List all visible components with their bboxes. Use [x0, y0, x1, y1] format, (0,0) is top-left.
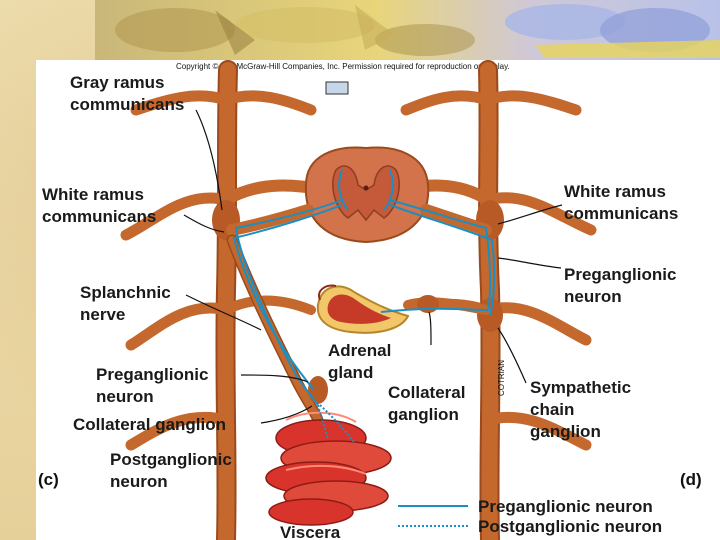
label-white-ramus-right: White ramus: [564, 182, 666, 201]
label-preganglionic-right: Preganglionic: [564, 265, 676, 284]
label-gray-ramus: Gray ramus: [70, 73, 165, 92]
adrenal-gland: [316, 284, 410, 334]
label-sympathetic-3: ganglion: [530, 422, 601, 441]
label-collateral-right: Collateral: [388, 383, 465, 402]
label-postganglionic: Postganglionic: [110, 450, 232, 469]
preganglionic-pathways: [232, 199, 496, 406]
label-postganglionic-2: neuron: [110, 472, 168, 491]
legend-postganglionic-label: Postganglionic neuron: [478, 517, 662, 536]
legend: Preganglionic neuron Postganglionic neur…: [398, 497, 662, 536]
label-gray-ramus-2: communicans: [70, 95, 184, 114]
decorative-banner: [95, 0, 720, 62]
legend-preganglionic-label: Preganglionic neuron: [478, 497, 653, 516]
label-splanchnic: Splanchnic: [80, 283, 171, 302]
label-collateral-left: Collateral ganglion: [73, 415, 226, 434]
copyright-text: Copyright © The McGraw-Hill Companies, I…: [176, 62, 510, 71]
label-preganglionic-left: Preganglionic: [96, 365, 208, 384]
artist-signature: COTRIAN: [497, 360, 506, 396]
labels: Gray ramus communicans White ramus commu…: [42, 73, 678, 540]
left-sympathetic-trunk: [120, 60, 332, 540]
label-splanchnic-2: nerve: [80, 305, 125, 324]
figure-panel: Copyright © The McGraw-Hill Companies, I…: [36, 60, 720, 540]
label-white-ramus-left: White ramus: [42, 185, 144, 204]
spinal-cord: [304, 146, 430, 244]
label-white-ramus-left-2: communicans: [42, 207, 156, 226]
label-sympathetic-2: chain: [530, 400, 574, 419]
label-preganglionic-right-2: neuron: [564, 287, 622, 306]
panel-label-d: (d): [680, 470, 702, 489]
postganglionic-pathways: [317, 404, 355, 443]
panel-label-c: (c): [38, 470, 59, 489]
leader-lines: [183, 109, 563, 424]
label-viscera: Viscera: [280, 523, 341, 540]
small-box: [325, 81, 349, 95]
label-preganglionic-left-2: neuron: [96, 387, 154, 406]
sympathetic-pathway-diagram: Copyright © The McGraw-Hill Companies, I…: [38, 60, 702, 540]
label-adrenal-2: gland: [328, 363, 373, 382]
label-sympathetic: Sympathetic: [530, 378, 631, 397]
viscera: [265, 411, 392, 526]
banner-art: [95, 0, 720, 62]
label-white-ramus-right-2: communicans: [564, 204, 678, 223]
label-collateral-right-2: ganglion: [388, 405, 459, 424]
label-adrenal: Adrenal: [328, 341, 391, 360]
